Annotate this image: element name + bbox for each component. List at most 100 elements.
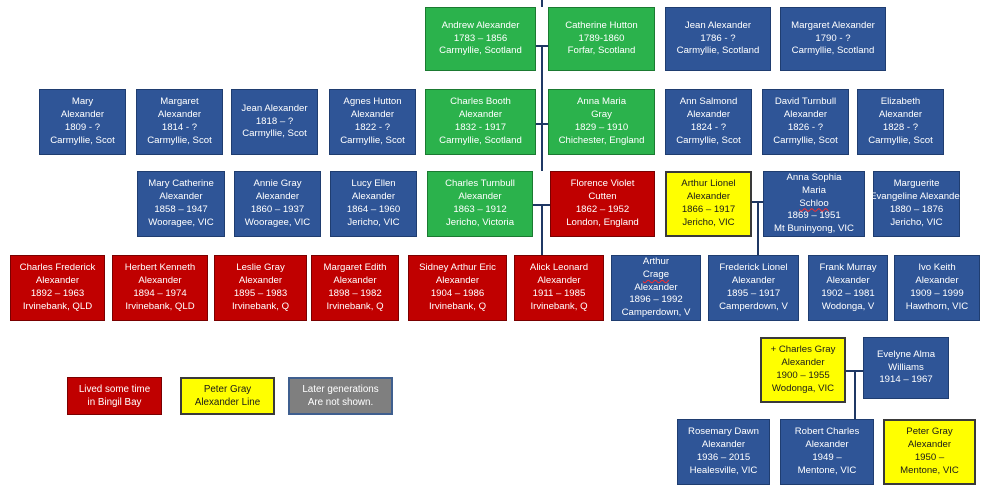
box-line: Wodonga, VIC [771,382,835,394]
box-line: Catherine Hutton [565,19,638,31]
box-line: in Bingil Bay [87,397,142,408]
box-line: Chichester, England [558,134,645,146]
box-line: Evangeline Alexander [870,191,963,203]
box-line: 1822 - ? [354,122,391,133]
box-line: Margaret Alexander [791,19,875,31]
box-line: 1911 – 1985 [532,288,586,299]
box-line: Jericho, VIC [347,216,400,228]
box-line: 1832 - 1917 [454,122,507,133]
marriage-line-gen3b [752,201,763,203]
legend-box-red: Lived some time in Bingil Bay [67,377,162,415]
box-line: 1783 – 1856 [453,32,508,44]
box-line: Alexander [826,275,870,287]
box-line: Alexander [458,109,503,121]
descent-line-gen1 [541,45,543,171]
box-line: Alexander [238,275,283,287]
marriage-line-gen2 [536,123,548,125]
box-line: Jericho, VIC [890,216,943,228]
box-line: Camperdown, V [621,307,691,319]
box-line: Alexander [458,191,502,203]
box-line: 1909 – 1999 [910,288,964,299]
box-line: Herbert Kenneth [124,262,196,274]
box-line: Hawthorn, VIC [905,300,969,312]
box-line: Carmyllie, Scotland [676,45,760,57]
box-line: 1864 – 1960 [346,204,401,215]
box-line: 1896 – 1992 [629,294,683,306]
box-line: Alick Leonard [529,262,589,274]
box-line: Ivo Keith [918,262,956,274]
box-line: Sidney Arthur Eric [419,262,496,274]
box-line: Gray [591,109,612,121]
box-line: Carmyllie, Scot [50,134,115,146]
box-line: Alexander [915,275,959,287]
box-line: Lived some time [78,384,151,395]
box-line: Alexander [907,439,952,451]
descent-line-gen3b [757,203,759,255]
box-line: Alexander [783,109,828,121]
box-line: Carmyllie, Scotland [791,45,875,57]
box-line: Alexander [731,275,776,287]
box-line: Carmyllie, Scotland [439,45,522,57]
box-line: 1789-1860 [578,32,625,44]
box-line: London, England [566,216,639,228]
box-line: Irvinebank, Q [530,300,588,312]
box-line: Alexander [138,275,182,287]
box-line: 1828 - ? [882,122,919,133]
box-line: Irvinebank, Q [326,300,384,312]
box-line: Mentone, VIC [900,464,959,476]
box-line: Alexander [159,191,203,203]
box-line: 1862 – 1952 [575,204,630,215]
box-line: Charles Booth [450,96,511,108]
spell-underline: Schloo [799,197,829,209]
box-line: Alexander [35,275,80,287]
box-line: 1892 – 1963 [30,288,85,299]
box-line: 1860 – 1937 [250,204,305,215]
box-line: Marguerite [893,178,940,190]
box-line: Later generations [302,384,379,395]
box-line: Ann Salmond [679,96,738,108]
box-line: Alexander [805,439,849,451]
box-line: Jean Alexander [684,19,752,31]
box-line: Alexander [255,191,300,203]
box-line: Mentone, VIC [797,464,857,476]
box-line: Alexander [537,275,581,287]
box-line: 1826 - ? [787,122,824,133]
box-line: Arthur Lionel [681,178,736,190]
box-line: Lucy Ellen [351,178,396,190]
box-line: 1829 – 1910 [574,122,629,133]
box-line: 1858 – 1947 [154,204,208,215]
box-line: Alexander [351,191,396,203]
box-line: Alexander [634,281,678,293]
descent-line-gen5 [854,372,856,419]
box-line: Healesville, VIC [689,464,758,476]
box-line: 1824 - ? [690,122,727,133]
box-line: Alexander [333,275,377,287]
box-line: Alexander [350,109,395,121]
box-line: 1895 – 1983 [233,288,288,299]
marriage-line-gen3a [533,204,550,206]
marriage-line-gen5 [846,370,863,372]
box-line: Alexander Line [194,397,261,408]
box-line: Mary [71,96,94,108]
